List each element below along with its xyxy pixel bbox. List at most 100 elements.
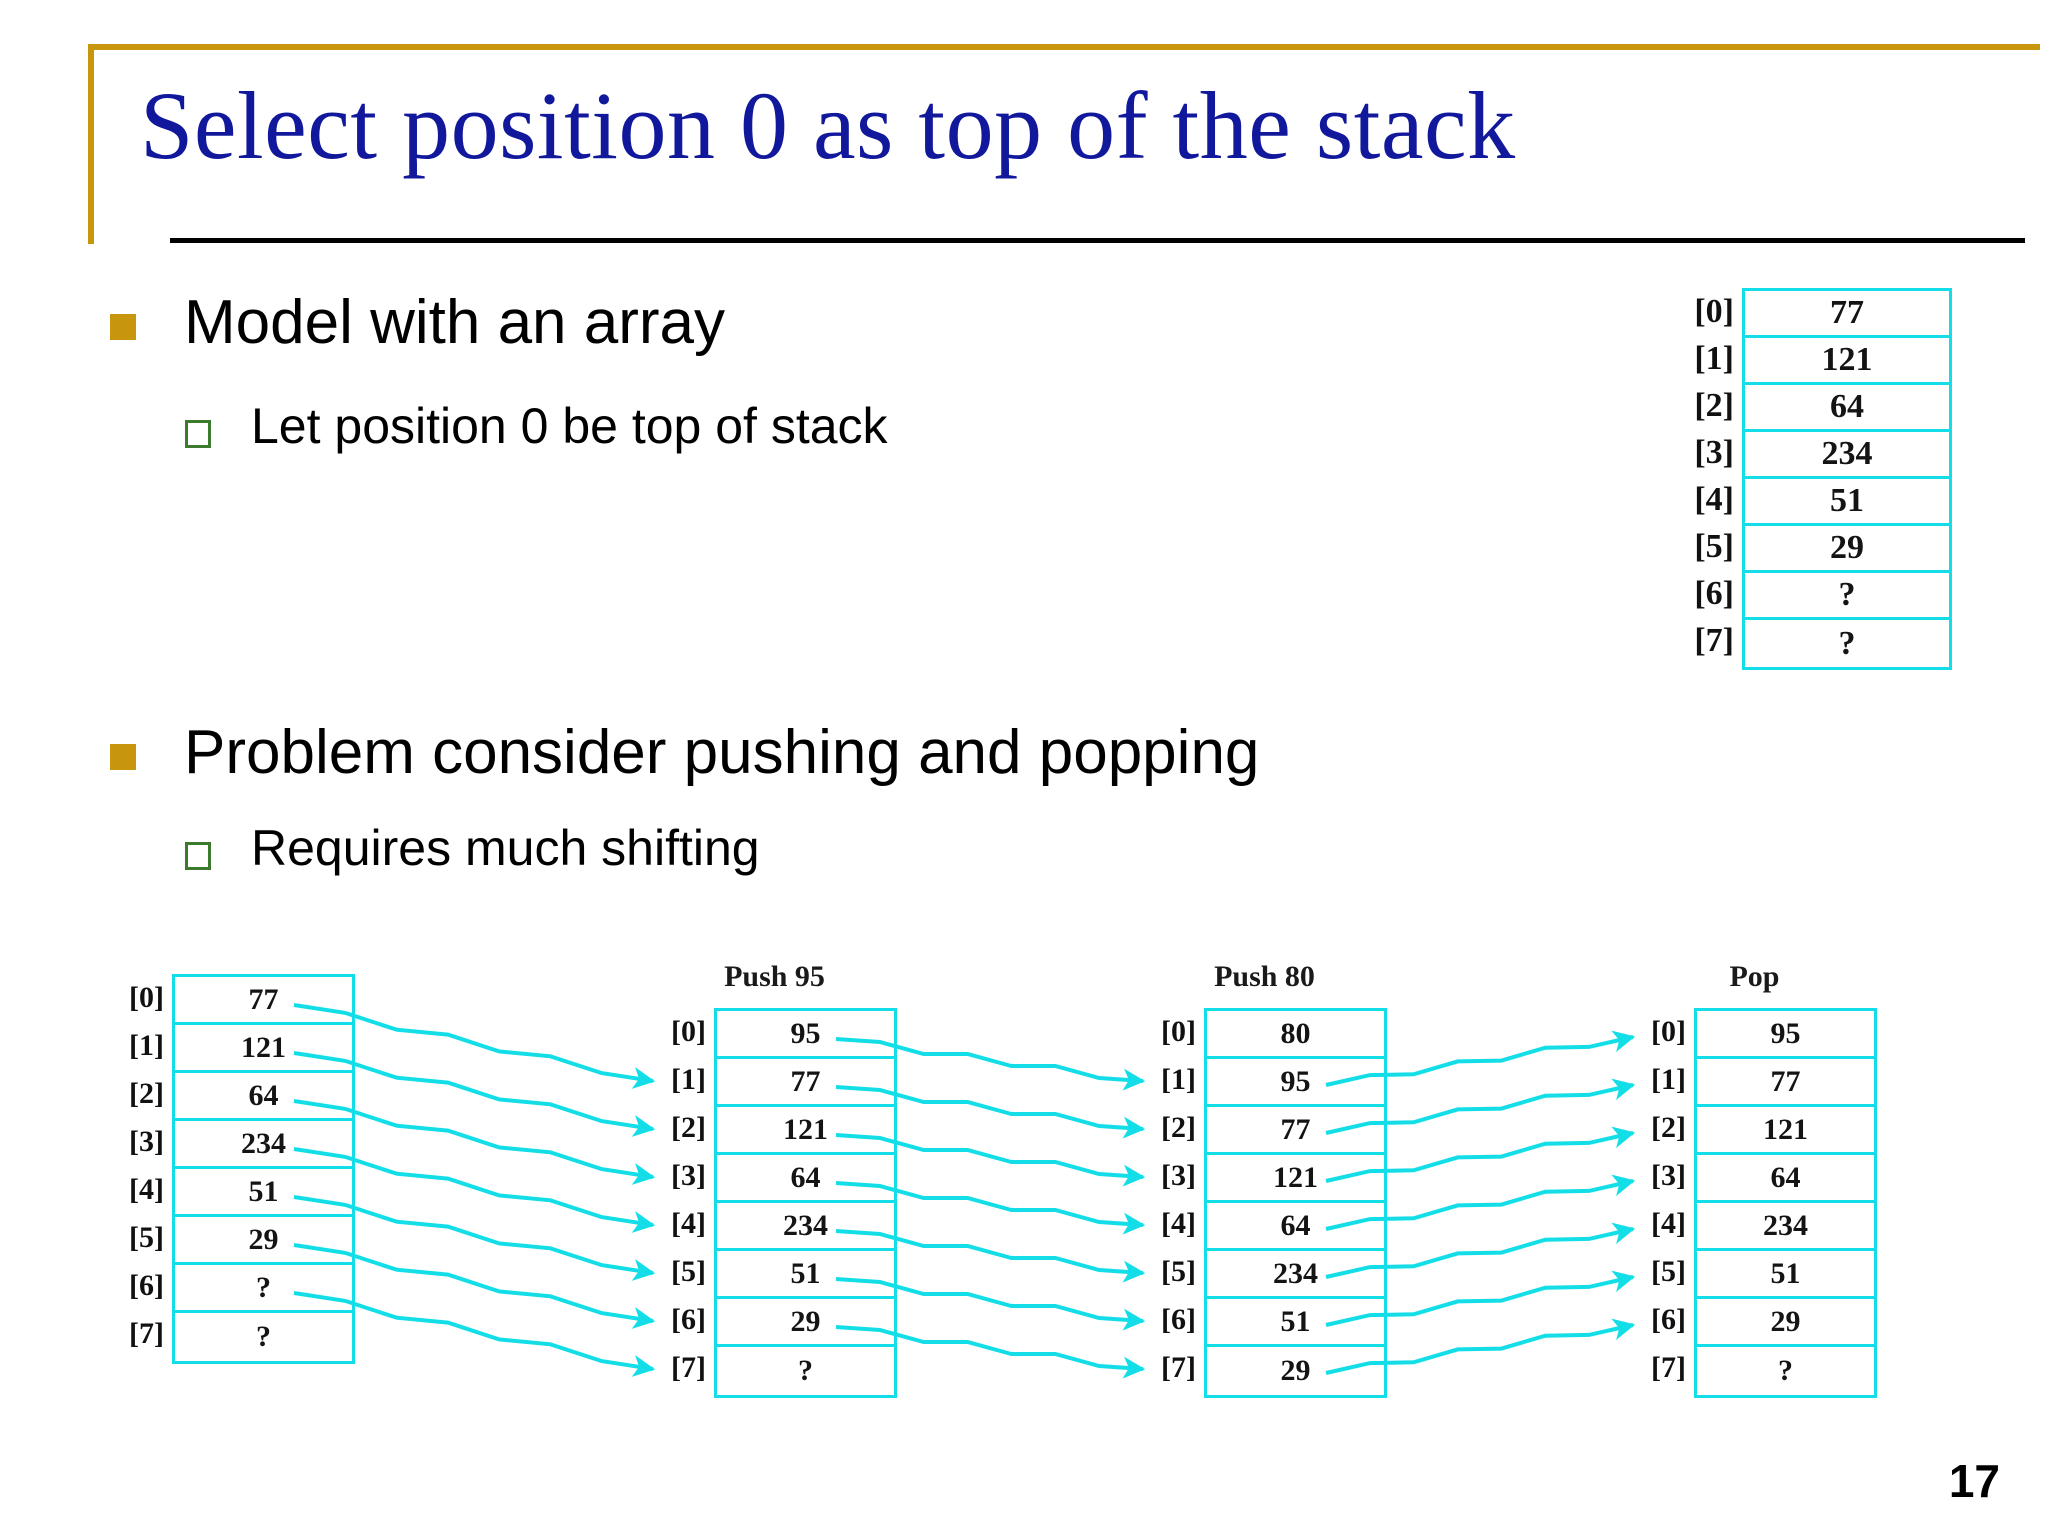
page-title: Select position 0 as top of the stack xyxy=(140,72,1516,179)
array-cell: 29 xyxy=(1745,526,1949,573)
array-cell: 51 xyxy=(1697,1251,1874,1299)
bullet-let-position-0-be-top: Let position 0 be top of stack xyxy=(185,400,888,453)
array-index-label: [1] xyxy=(1161,1063,1196,1096)
bullet-square-icon xyxy=(110,744,136,770)
array-cell: 234 xyxy=(717,1203,894,1251)
array-index-label: [1] xyxy=(671,1063,706,1096)
array-cell: 29 xyxy=(1697,1299,1874,1347)
array-cell: 51 xyxy=(1207,1299,1384,1347)
array-index-label: [3] xyxy=(1694,433,1734,471)
array-cell: 77 xyxy=(175,977,352,1025)
array-index-strip: [0] [1] [2] [3] [4] [5] [6] [7] xyxy=(1672,288,1742,670)
array-index-label: [0] xyxy=(1651,1015,1686,1048)
array-index-label: [1] xyxy=(1694,339,1734,377)
array-step-title: Push 80 xyxy=(1214,960,1315,993)
array-cell: 29 xyxy=(1280,1354,1311,1387)
array-cell: 234 xyxy=(1745,432,1949,479)
array-cell: ? xyxy=(798,1354,813,1387)
array-cell: 121 xyxy=(1697,1107,1874,1155)
array-cell: 121 xyxy=(717,1107,894,1155)
array-index-label: [3] xyxy=(1651,1159,1686,1192)
array-index-strip: [0][1][2][3][4][5][6][7] xyxy=(110,974,172,1364)
title-divider-rule xyxy=(170,238,2025,243)
array-cell: 121 xyxy=(1207,1155,1384,1203)
array-index-strip: [0][1][2][3][4][5][6][7] xyxy=(1632,1008,1694,1398)
array-cell: ? xyxy=(175,1265,352,1313)
array-cell: 95 xyxy=(1207,1059,1384,1107)
array-index-label: [3] xyxy=(671,1159,706,1192)
array-index-label: [5] xyxy=(671,1255,706,1288)
array-index-label: [3] xyxy=(1161,1159,1196,1192)
bullet-hollow-square-icon xyxy=(185,842,211,870)
array-index-label: [6] xyxy=(129,1269,164,1302)
array-index-label: [7] xyxy=(129,1317,164,1350)
bullet-text: Requires much shifting xyxy=(251,820,760,876)
array-index-label: [5] xyxy=(1161,1255,1196,1288)
array-cell: 77 xyxy=(717,1059,894,1107)
array-index-label: [6] xyxy=(1651,1303,1686,1336)
array-index-label: [0] xyxy=(1694,292,1734,330)
array-index-label: [6] xyxy=(1161,1303,1196,1336)
array-cell: 64 xyxy=(1207,1203,1384,1251)
array-index-label: [0] xyxy=(671,1015,706,1048)
bullet-problem-pushing-popping: Problem consider pushing and popping xyxy=(110,720,1259,785)
array-cell: ? xyxy=(1838,624,1856,662)
array-cell: 77 xyxy=(1697,1059,1874,1107)
array-index-label: [5] xyxy=(1651,1255,1686,1288)
array-index-label: [5] xyxy=(129,1221,164,1254)
array-index-label: [5] xyxy=(1694,527,1734,565)
array-index-label: [0] xyxy=(1161,1015,1196,1048)
bullet-text: Problem consider pushing and popping xyxy=(184,718,1260,787)
array-index-label: [4] xyxy=(1694,480,1734,518)
array-cell: ? xyxy=(1778,1354,1793,1387)
array-index-label: [4] xyxy=(671,1207,706,1240)
bullet-hollow-square-icon xyxy=(185,420,211,448)
array-index-label: [4] xyxy=(129,1173,164,1206)
array-index-label: [7] xyxy=(1694,621,1734,659)
array-cell: 234 xyxy=(1697,1203,1874,1251)
array-cell: 80 xyxy=(1207,1011,1384,1059)
array-cell: 234 xyxy=(1207,1251,1384,1299)
title-frame-top-border xyxy=(88,44,2040,50)
array-index-label: [2] xyxy=(1161,1111,1196,1144)
array-index-label: [7] xyxy=(1651,1351,1686,1384)
array-index-label: [4] xyxy=(1161,1207,1196,1240)
array-cell: 51 xyxy=(1745,479,1949,526)
array-step-title: Pop xyxy=(1729,960,1780,993)
array-cell: ? xyxy=(256,1320,271,1353)
bullet-square-icon xyxy=(110,314,136,340)
array-index-label: [2] xyxy=(1694,386,1734,424)
array-index-label: [2] xyxy=(129,1077,164,1110)
array-cell: 121 xyxy=(175,1025,352,1073)
array-cell: 234 xyxy=(175,1121,352,1169)
array-cell: 51 xyxy=(175,1169,352,1217)
array-index-label: [2] xyxy=(671,1111,706,1144)
array-index-label: [6] xyxy=(671,1303,706,1336)
array-index-label: [2] xyxy=(1651,1111,1686,1144)
array-index-strip: [0] [1] [2] [3] [4] [5] [6] [7] xyxy=(652,1008,714,1398)
title-frame-left-border xyxy=(88,44,94,244)
array-cell: 29 xyxy=(175,1217,352,1265)
page-number: 17 xyxy=(1948,1455,2000,1507)
array-cell: 95 xyxy=(717,1011,894,1059)
array-index-label: [4] xyxy=(1651,1207,1686,1240)
array-index-label: [7] xyxy=(671,1351,706,1384)
array-index-label: [0] xyxy=(129,981,164,1014)
array-cell: 77 xyxy=(1207,1107,1384,1155)
bullet-text: Let position 0 be top of stack xyxy=(251,398,888,454)
bullet-requires-much-shifting: Requires much shifting xyxy=(185,822,760,875)
array-index-label: [6] xyxy=(1694,574,1734,612)
array-cell: 95 xyxy=(1697,1011,1874,1059)
array-cell: 77 xyxy=(1745,291,1949,338)
array-cell: 64 xyxy=(717,1155,894,1203)
